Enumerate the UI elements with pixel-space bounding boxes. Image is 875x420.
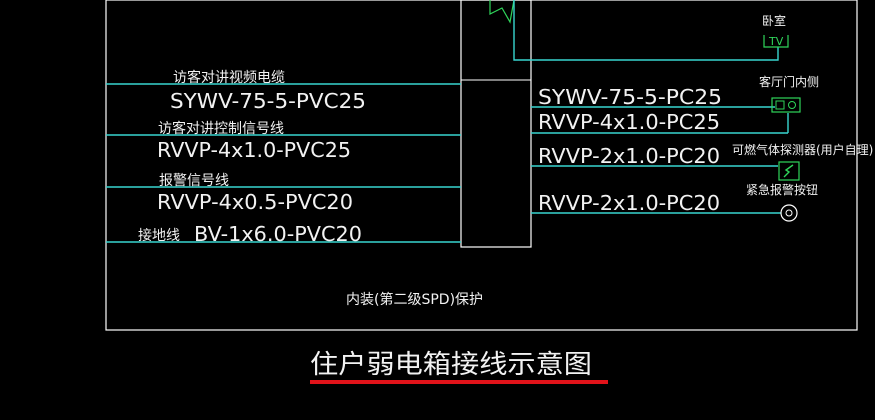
right-cable-spec-3: RVVP-2x1.0-PC20 (538, 144, 720, 168)
gas-detector-label: 可燃气体探测器(用户自理) (732, 142, 873, 157)
panic-button-icon (780, 204, 798, 222)
left-cable-spec-1: SYWV-75-5-PVC25 (170, 89, 366, 113)
door-intercom-icon (771, 97, 801, 113)
box-top-symbol (489, 0, 515, 24)
left-cable-label-1: 访客对讲视频电缆 (173, 69, 285, 86)
left-cable-label-2: 访客对讲控制信号线 (158, 120, 284, 137)
bedroom-label: 卧室 (762, 13, 786, 28)
diagram-title: 住户弱电箱接线示意图 (310, 350, 592, 380)
door-intercom-label: 客厅门内侧 (759, 74, 819, 89)
left-cable-label-3: 报警信号线 (159, 173, 229, 189)
gas-detector-icon (778, 161, 800, 181)
right-cable-spec-4: RVVP-2x1.0-PC20 (538, 191, 720, 215)
right-cable-spec-2: RVVP-4x1.0-PC25 (538, 110, 720, 134)
left-cable-spec-3: RVVP-4x0.5-PVC20 (157, 190, 353, 214)
cabinet-frame (105, 0, 858, 331)
bedroom-tv-line (513, 0, 779, 61)
left-cable-spec-2: RVVP-4x1.0-PVC25 (157, 138, 351, 162)
left-cable-label-4: 接地线 (138, 227, 180, 244)
panic-button-label: 紧急报警按钮 (746, 182, 818, 197)
tv-outlet-icon: TV (763, 35, 789, 48)
box-note: 内装(第二级SPD)保护 (346, 291, 483, 308)
distribution-box (460, 0, 532, 248)
tv-outlet-label: TV (768, 35, 784, 48)
left-cable-spec-4: BV-1x6.0-PVC20 (194, 222, 362, 246)
right-cable-spec-1: SYWV-75-5-PC25 (538, 85, 722, 109)
